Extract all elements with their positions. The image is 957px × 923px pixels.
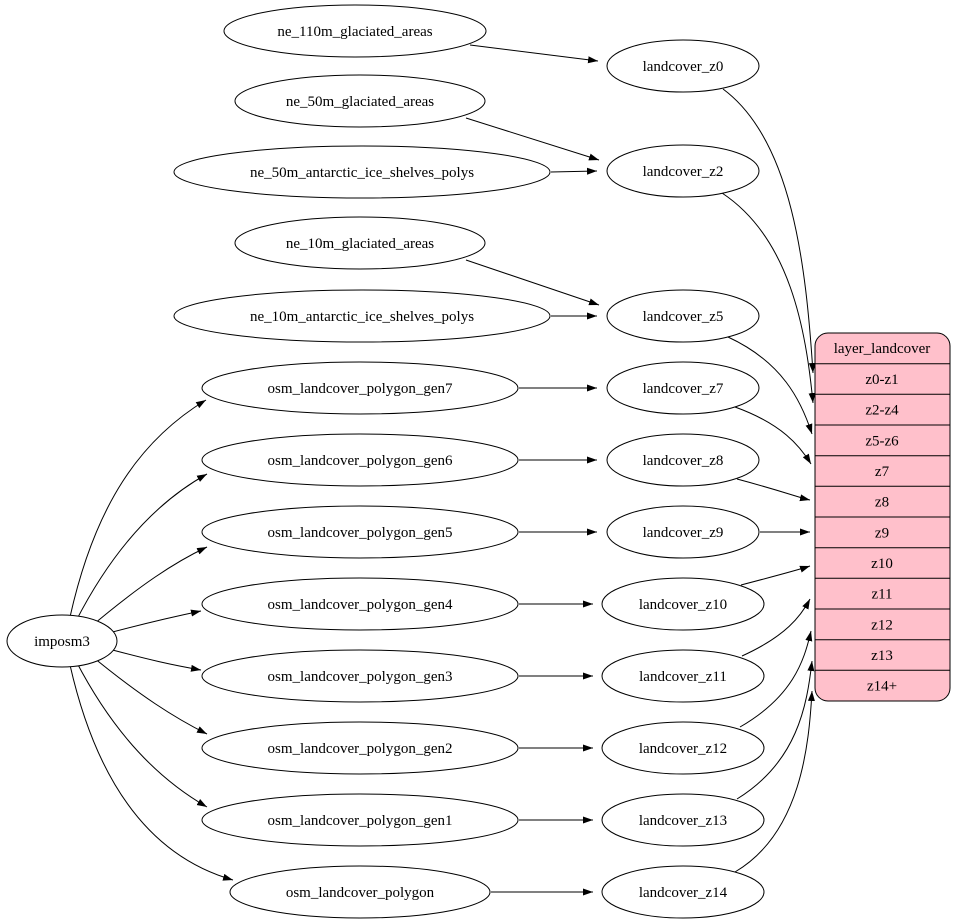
node-osm_landcover_polygon_gen4: osm_landcover_polygon_gen4	[201, 577, 519, 631]
node-osm_landcover_polygon: osm_landcover_polygon	[229, 865, 491, 919]
node-label-landcover_z5: landcover_z5	[643, 309, 724, 325]
table-row-z14plus: z14+	[867, 679, 897, 695]
node-label-osm_landcover_polygon_gen2: osm_landcover_polygon_gen2	[268, 741, 453, 757]
node-osm_landcover_polygon_gen6: osm_landcover_polygon_gen6	[201, 433, 519, 487]
edge-z12-row	[739, 630, 813, 728]
node-label-landcover_z0: landcover_z0	[643, 59, 724, 75]
edge-imposm3-polygon	[69, 664, 234, 881]
node-landcover_z8: landcover_z8	[606, 433, 760, 487]
node-label-landcover_z14: landcover_z14	[639, 885, 728, 901]
edge-ne10m-glac-z5	[465, 259, 600, 306]
edge-z13-row	[736, 660, 815, 800]
node-osm_landcover_polygon_gen5: osm_landcover_polygon_gen5	[201, 505, 519, 559]
node-label-ne_50m_glaciated_areas: ne_50m_glaciated_areas	[286, 94, 434, 110]
table-row-z5-z6: z5-z6	[865, 433, 899, 449]
node-ne_10m_glaciated_areas: ne_10m_glaciated_areas	[234, 216, 486, 270]
node-landcover_z11: landcover_z11	[601, 649, 765, 703]
edge-imposm3-gen3	[104, 647, 202, 672]
node-landcover_z7: landcover_z7	[606, 361, 760, 415]
table-row-z7: z7	[875, 464, 890, 480]
table-row-z9: z9	[875, 525, 889, 541]
table-row-z10: z10	[871, 556, 893, 572]
node-landcover_z14: landcover_z14	[601, 865, 765, 919]
table-row-z8: z8	[875, 495, 889, 511]
node-landcover_z9: landcover_z9	[606, 505, 760, 559]
node-label-osm_landcover_polygon_gen7: osm_landcover_polygon_gen7	[268, 381, 453, 397]
node-label-landcover_z2: landcover_z2	[643, 164, 724, 180]
edge-z5-row	[727, 336, 813, 435]
edge-imposm3-gen7	[69, 399, 207, 618]
table-row-z11: z11	[871, 587, 892, 603]
table-row-z13: z13	[871, 648, 893, 664]
edge-z0-row	[722, 88, 816, 374]
table-layer_landcover: layer_landcover z0-z1 z2-z4 z5-z6 z7 z8 …	[814, 332, 951, 702]
node-osm_landcover_polygon_gen1: osm_landcover_polygon_gen1	[201, 793, 519, 847]
node-ne_50m_glaciated_areas: ne_50m_glaciated_areas	[234, 74, 486, 128]
node-label-landcover_z11: landcover_z11	[639, 669, 727, 685]
node-label-osm_landcover_polygon_gen1: osm_landcover_polygon_gen1	[268, 813, 453, 829]
node-landcover_z10: landcover_z10	[601, 577, 765, 631]
node-landcover_z12: landcover_z12	[601, 721, 765, 775]
edge-ne110m-z0	[469, 44, 599, 64]
edge-ne50m-ant-z2	[550, 167, 598, 175]
node-landcover_z2: landcover_z2	[606, 144, 760, 198]
node-label-ne_10m_glaciated_areas: ne_10m_glaciated_areas	[286, 236, 434, 252]
edge-imposm3-gen1	[75, 660, 208, 808]
edge-z8-row	[736, 478, 811, 502]
node-label-ne_50m_antarctic_ice_shelves_polys: ne_50m_antarctic_ice_shelves_polys	[250, 165, 474, 181]
node-label-ne_10m_antarctic_ice_shelves_polys: ne_10m_antarctic_ice_shelves_polys	[250, 309, 474, 325]
node-ne_10m_antarctic_ice_shelves_polys: ne_10m_antarctic_ice_shelves_polys	[173, 289, 551, 343]
node-label-osm_landcover_polygon_gen3: osm_landcover_polygon_gen3	[268, 669, 453, 685]
node-label-landcover_z12: landcover_z12	[639, 741, 727, 757]
node-osm_landcover_polygon_gen2: osm_landcover_polygon_gen2	[201, 721, 519, 775]
node-label-landcover_z9: landcover_z9	[643, 525, 724, 541]
node-label-landcover_z10: landcover_z10	[639, 597, 727, 613]
edge-imposm3-gen5	[87, 546, 208, 630]
edge-z10-row	[740, 565, 811, 586]
edge-z7-row	[734, 406, 812, 465]
edge-ne50m-glac-z2	[465, 117, 600, 161]
node-label-landcover_z8: landcover_z8	[643, 453, 724, 469]
table-row-z2-z4: z2-z4	[865, 403, 899, 419]
edge-imposm3-gen6	[75, 473, 208, 622]
edge-imposm3-gen2	[87, 652, 208, 735]
table-row-z0-z1: z0-z1	[865, 372, 898, 388]
node-label-imposm3: imposm3	[34, 634, 90, 650]
node-ne_110m_glaciated_areas: ne_110m_glaciated_areas	[223, 4, 487, 58]
node-ne_50m_antarctic_ice_shelves_polys: ne_50m_antarctic_ice_shelves_polys	[173, 145, 551, 199]
node-label-osm_landcover_polygon: osm_landcover_polygon	[286, 885, 435, 901]
node-label-osm_landcover_polygon_gen4: osm_landcover_polygon_gen4	[268, 597, 453, 613]
edge-z11-row	[741, 598, 811, 657]
node-label-osm_landcover_polygon_gen6: osm_landcover_polygon_gen6	[268, 453, 453, 469]
node-osm_landcover_polygon_gen3: osm_landcover_polygon_gen3	[201, 649, 519, 703]
node-landcover_z5: landcover_z5	[606, 289, 760, 343]
node-label-ne_110m_glaciated_areas: ne_110m_glaciated_areas	[277, 24, 432, 40]
node-landcover_z13: landcover_z13	[601, 793, 765, 847]
table-title: layer_landcover	[834, 341, 931, 357]
node-label-osm_landcover_polygon_gen5: osm_landcover_polygon_gen5	[268, 525, 453, 541]
edge-z14-row	[734, 690, 815, 873]
table-row-z12: z12	[871, 617, 893, 633]
edge-z2-row	[721, 192, 816, 404]
node-imposm3: imposm3	[6, 614, 118, 668]
edge-imposm3-gen4	[104, 609, 202, 635]
node-label-landcover_z13: landcover_z13	[639, 813, 727, 829]
node-label-landcover_z7: landcover_z7	[643, 381, 724, 397]
node-landcover_z0: landcover_z0	[606, 39, 760, 93]
node-osm_landcover_polygon_gen7: osm_landcover_polygon_gen7	[201, 361, 519, 415]
